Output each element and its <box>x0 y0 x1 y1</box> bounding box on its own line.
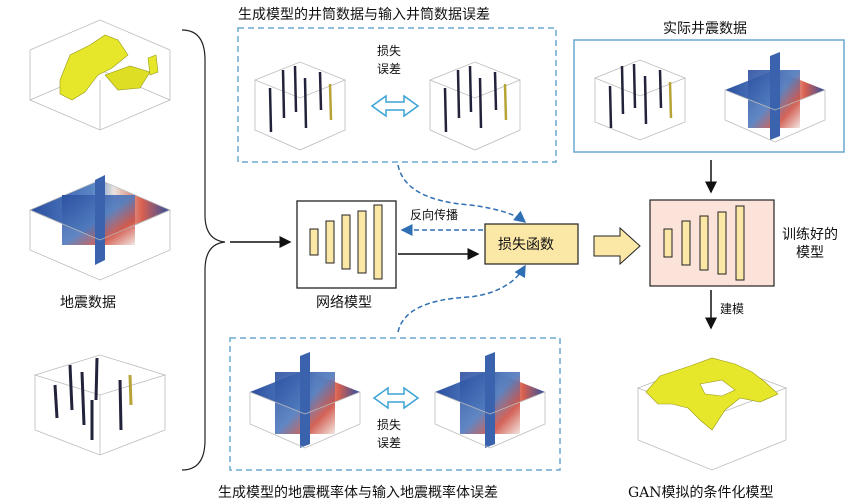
seismic-data-label: 地震数据 <box>60 295 116 311</box>
bottom-input-slices <box>434 352 546 449</box>
top-dashed-box <box>237 27 557 163</box>
backprop-label: 反向传播 <box>410 208 459 222</box>
actual-wells <box>593 59 687 141</box>
left-seismic-slices <box>28 175 172 281</box>
curve-top-to-loss <box>397 164 527 223</box>
curve-bottom-to-loss <box>397 264 526 333</box>
loss-function-label: 损失函数 <box>498 237 554 253</box>
gan-result-cube <box>636 357 788 471</box>
big-arrow-to-trained <box>593 226 641 266</box>
bottom-double-arrow <box>372 386 420 410</box>
actual-seismic-slices <box>724 52 826 143</box>
left-wells-cube <box>33 354 167 456</box>
bottom-title: 生成模型的地震概率体与输入地震概率体误差 <box>218 485 498 501</box>
network-model-label: 网络模型 <box>316 295 372 311</box>
trained-layers <box>663 205 745 281</box>
top-double-arrow <box>370 94 420 118</box>
top-title: 生成模型的井筒数据与输入井筒数据误差 <box>238 7 490 23</box>
modeling-label: 建模 <box>720 302 745 316</box>
gan-result-label: GAN模拟的条件化模型 <box>628 485 774 501</box>
left-brace <box>181 29 226 471</box>
top-input-wells <box>428 61 522 151</box>
bottom-dashed-box <box>229 337 561 471</box>
loss-function-box <box>484 223 579 265</box>
left-geobody-cube <box>28 19 172 131</box>
actual-data-label: 实际井震数据 <box>663 21 747 37</box>
bottom-generated-slices <box>249 352 361 449</box>
loss-error-bottom: 损失 误差 <box>377 418 402 450</box>
actual-data-box <box>573 39 845 153</box>
trained-model-label: 训练好的 模型 <box>782 227 838 261</box>
top-generated-wells <box>253 61 347 151</box>
network-layers <box>309 204 383 280</box>
loss-error-top: 损失 误差 <box>377 44 402 76</box>
